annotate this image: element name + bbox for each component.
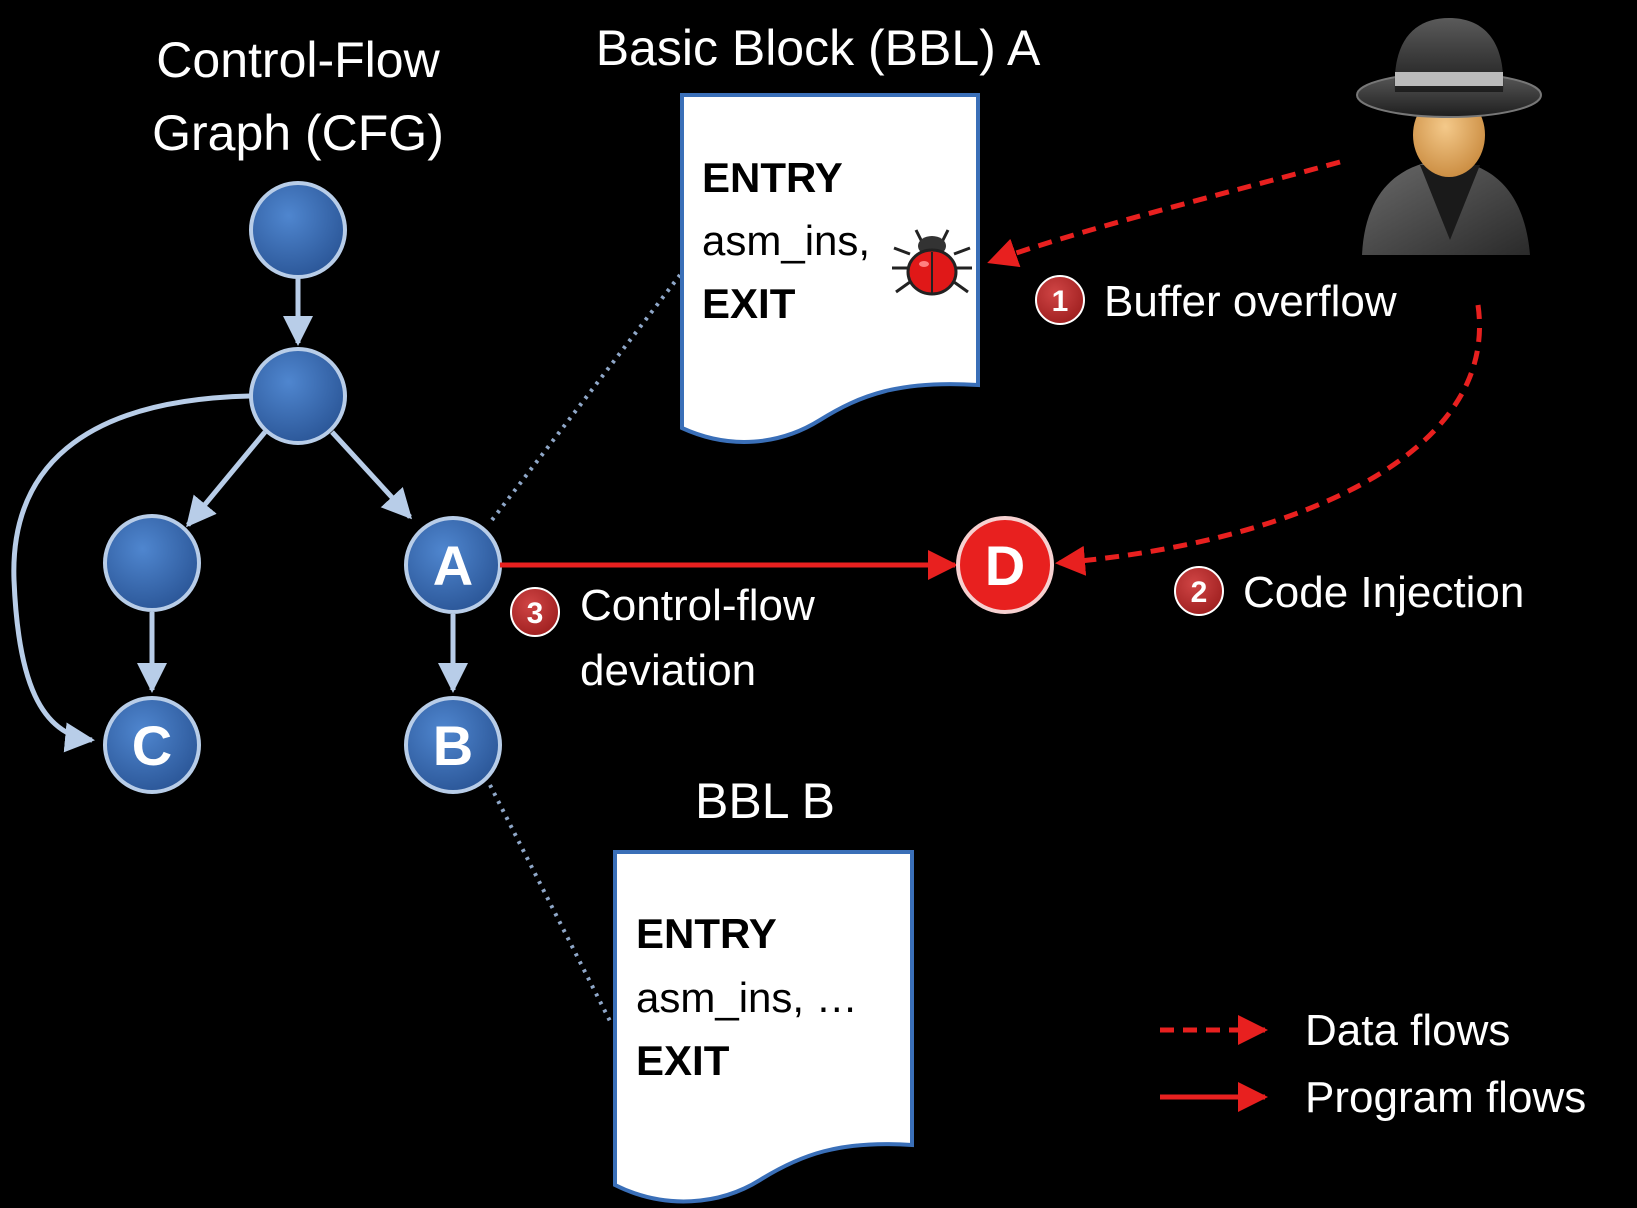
cfg-node-a-label: A	[433, 534, 473, 597]
step-1: 1 Buffer overflow	[1035, 275, 1397, 326]
data-flow-attacker-to-bbl-a	[987, 159, 1341, 268]
bbl-a-document: ENTRY asm_ins, EXIT	[680, 93, 980, 444]
step-3-label-line1: Control-flow	[580, 581, 815, 630]
edge-mid-to-a	[330, 430, 413, 520]
bbl-a-page	[680, 93, 980, 444]
cfg-node-root	[249, 181, 347, 279]
bbl-a-title: Basic Block (BBL) A	[596, 20, 1041, 76]
step-1-label: Buffer overflow	[1104, 277, 1397, 326]
data-flow-injection-to-d	[1055, 304, 1482, 576]
edge-mid-to-c-curve	[11, 393, 251, 753]
injected-node-d	[956, 516, 1054, 614]
step-1-number: 1	[1052, 285, 1069, 318]
cfg-edges	[11, 277, 468, 753]
step-2: 2 Code Injection	[1174, 566, 1524, 617]
cfg-title-line1: Control-Flow	[156, 32, 440, 88]
cfg-node-b-label: B	[433, 714, 473, 777]
legend-program-flows-label: Program flows	[1305, 1073, 1586, 1122]
step-2-badge	[1174, 566, 1224, 616]
legend: Data flows Program flows	[1160, 1006, 1586, 1122]
link-a-to-bbl-a	[490, 273, 682, 522]
cfg-nodes: A C B	[103, 181, 502, 794]
step-2-label: Code Injection	[1243, 568, 1524, 617]
bbl-b-asm: asm_ins, …	[636, 974, 858, 1021]
cfg-node-c	[103, 696, 201, 794]
bbl-b-document: ENTRY asm_ins, … EXIT	[613, 850, 914, 1204]
bug-icon	[892, 229, 972, 296]
bbl-b-entry: ENTRY	[636, 910, 777, 957]
bbl-b-page	[613, 850, 914, 1204]
attacker-icon	[1356, 18, 1542, 255]
attacker-collar	[1420, 165, 1480, 240]
step-1-badge	[1035, 275, 1085, 325]
bbl-a-entry: ENTRY	[702, 154, 843, 201]
step-2-number: 2	[1191, 576, 1208, 609]
cfg-title-line2: Graph (CFG)	[152, 105, 444, 161]
bbl-a-exit: EXIT	[702, 280, 796, 327]
step-3-number: 3	[527, 597, 544, 630]
attacker-hat-band	[1395, 72, 1503, 86]
edge-mid-to-left	[186, 430, 267, 528]
legend-data-flows-label: Data flows	[1305, 1006, 1510, 1055]
step-3-badge	[510, 587, 560, 637]
bbl-a-asm: asm_ins,	[702, 217, 870, 264]
bbl-b-exit: EXIT	[636, 1037, 730, 1084]
step-3: 3 Control-flow deviation	[510, 581, 815, 695]
injected-node-d-label: D	[985, 534, 1025, 597]
bbl-b-title: BBL B	[695, 773, 835, 829]
link-b-to-bbl-b	[488, 784, 614, 1026]
cfg-node-c-label: C	[132, 714, 172, 777]
step-3-label-line2: deviation	[580, 646, 756, 695]
cfg-node-mid	[249, 347, 347, 445]
cfg-node-b	[404, 696, 502, 794]
cfg-node-left	[103, 514, 201, 612]
